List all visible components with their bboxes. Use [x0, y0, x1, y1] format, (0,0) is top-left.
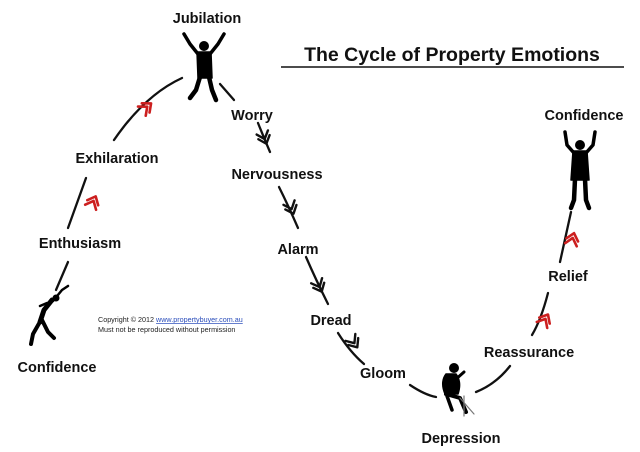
up-arrow-icon: [83, 192, 103, 212]
page-title: The Cycle of Property Emotions: [304, 44, 600, 66]
stage-enthusiasm: Enthusiasm: [39, 236, 121, 252]
path-segment: [530, 291, 550, 337]
path-segment: [336, 331, 366, 366]
stage-confidence-end: Confidence: [545, 108, 624, 124]
path-segment: [408, 383, 438, 399]
stage-exhilaration: Exhilaration: [76, 151, 159, 167]
stage-confidence-start: Confidence: [18, 360, 97, 376]
running-figure-icon: [29, 284, 70, 346]
stage-dread: Dread: [310, 313, 351, 329]
stage-alarm: Alarm: [277, 242, 318, 258]
depressed-figure-icon: [442, 363, 475, 417]
triumphant-figure-icon: [563, 130, 597, 211]
stage-jubilation: Jubilation: [173, 11, 241, 27]
jubilant-figure-icon: [182, 32, 226, 103]
stage-depression: Depression: [422, 431, 501, 447]
path-segment: [112, 76, 184, 142]
path-segment: [66, 176, 88, 230]
down-arrow-icon: [255, 129, 274, 148]
copyright-notice: Copyright © 2012 www.propertybuyer.com.a…: [98, 315, 243, 324]
stage-gloom: Gloom: [360, 366, 406, 382]
down-arrow-icon: [309, 277, 329, 296]
path-segment: [218, 82, 236, 102]
path-segment: [474, 364, 512, 394]
rising-arrows: [83, 97, 582, 330]
stage-reassurance: Reassurance: [484, 345, 574, 361]
path-segment: [558, 210, 573, 264]
reproduction-notice: Must not be reproduced without permissio…: [98, 325, 235, 334]
stage-worry: Worry: [231, 108, 273, 124]
website-link[interactable]: www.propertybuyer.com.au: [155, 315, 243, 324]
path-segment: [304, 255, 330, 306]
path-segment: [54, 260, 70, 292]
stage-relief: Relief: [548, 269, 588, 285]
stage-nervousness: Nervousness: [231, 167, 322, 183]
up-arrow-icon: [535, 310, 555, 330]
